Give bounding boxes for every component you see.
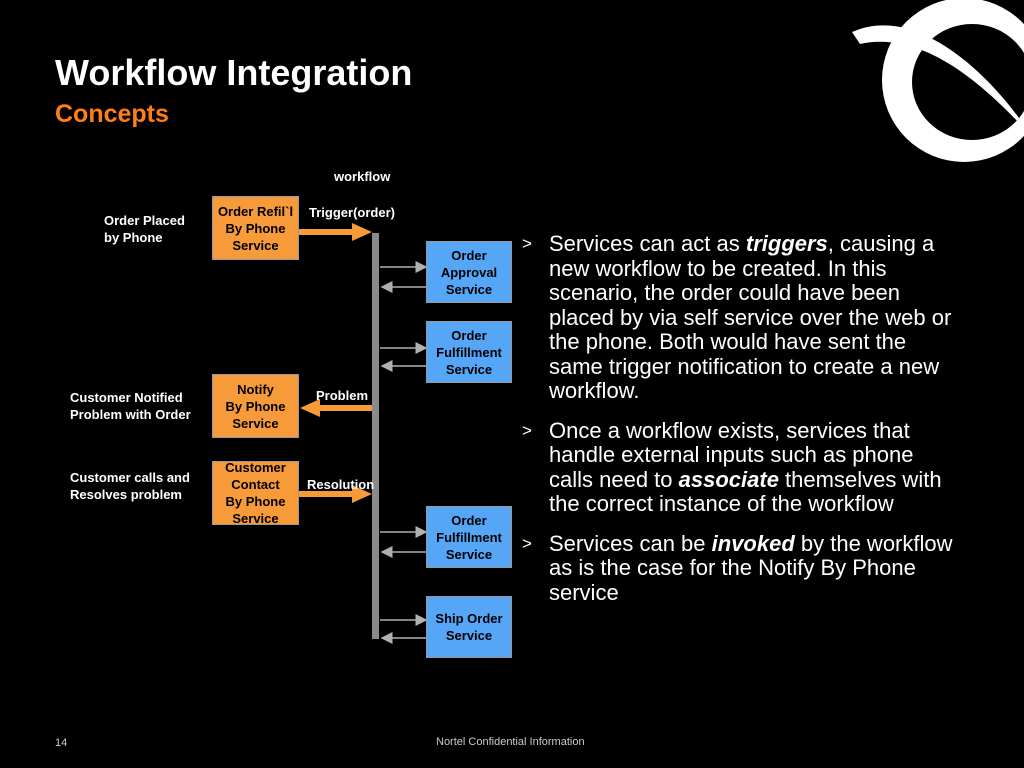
bullet-text: Services can act as triggers, causing a …: [549, 231, 962, 404]
bullet-marker: >: [522, 420, 532, 440]
problem-arrow: [300, 399, 372, 417]
page-subtitle: Concepts: [55, 100, 169, 128]
page-number: 14: [55, 737, 68, 749]
workflow-label: workflow: [334, 169, 391, 184]
problem-label: Problem: [316, 388, 369, 403]
customer-notified-label: Customer Notified Problem with Order: [70, 390, 191, 422]
bullet-item: > Once a workflow exists, services that …: [522, 417, 962, 517]
bullet-item: > Services can be invoked by the workflo…: [522, 530, 962, 606]
trigger-arrow: [299, 223, 372, 241]
order-approval-service-box: Order Approval Service: [426, 241, 512, 303]
order-fulfillment-service-box-2: Order Fulfillment Service: [426, 506, 512, 568]
approval-connectors: [380, 261, 428, 293]
bullet-text: Services can be invoked by the workflow …: [549, 530, 962, 606]
customer-contact-service-box: Customer Contact By Phone Service: [212, 460, 299, 526]
bullet-list: > Services can act as triggers, causing …: [522, 231, 962, 620]
bullet-marker: >: [522, 533, 532, 553]
nortel-globe-logo-icon: [852, 0, 1024, 162]
resolution-arrow: [299, 485, 372, 503]
bullet-text-part: Once a workflow exists, services that ha…: [549, 417, 914, 492]
ship-order-service-box: Ship Order Service: [426, 596, 512, 658]
trigger-label: Trigger(order): [309, 205, 395, 220]
order-placed-label: Order Placed by Phone: [104, 213, 185, 245]
bullet-text-part: , causing a new workflow to be created. …: [549, 231, 952, 403]
resolution-label: Resolution: [307, 477, 375, 492]
customer-calls-label: Customer calls and Resolves problem: [70, 470, 190, 502]
bullet-text-part: Services can act as: [549, 231, 746, 256]
bullet-marker: >: [522, 234, 532, 253]
order-fulfillment-service-box: Order Fulfillment Service: [426, 321, 512, 383]
bullet-emphasis: triggers: [745, 231, 828, 256]
bullet-text-part: Services can be: [549, 530, 712, 556]
ship-order-connectors: [380, 614, 428, 644]
fulfillment-2-connectors: [380, 526, 428, 558]
confidential-notice: Nortel Confidential Information: [436, 736, 585, 748]
workflow-bar: [372, 233, 379, 639]
order-refill-service-box: Order Refil`l By Phone Service: [212, 196, 299, 260]
bullet-emphasis: invoked: [711, 530, 795, 556]
bullet-item: > Services can act as triggers, causing …: [522, 231, 962, 404]
fulfillment-1-connectors: [380, 342, 428, 372]
notify-service-box: Notify By Phone Service: [212, 374, 299, 438]
page-title: Workflow Integration: [55, 52, 413, 93]
bullet-text: Once a workflow exists, services that ha…: [549, 417, 962, 517]
bullet-text-part: themselves with the correct instance of …: [549, 466, 942, 516]
bullet-text-part: by the workflow as is the case for the N…: [549, 530, 953, 605]
bullet-emphasis: associate: [678, 466, 779, 492]
